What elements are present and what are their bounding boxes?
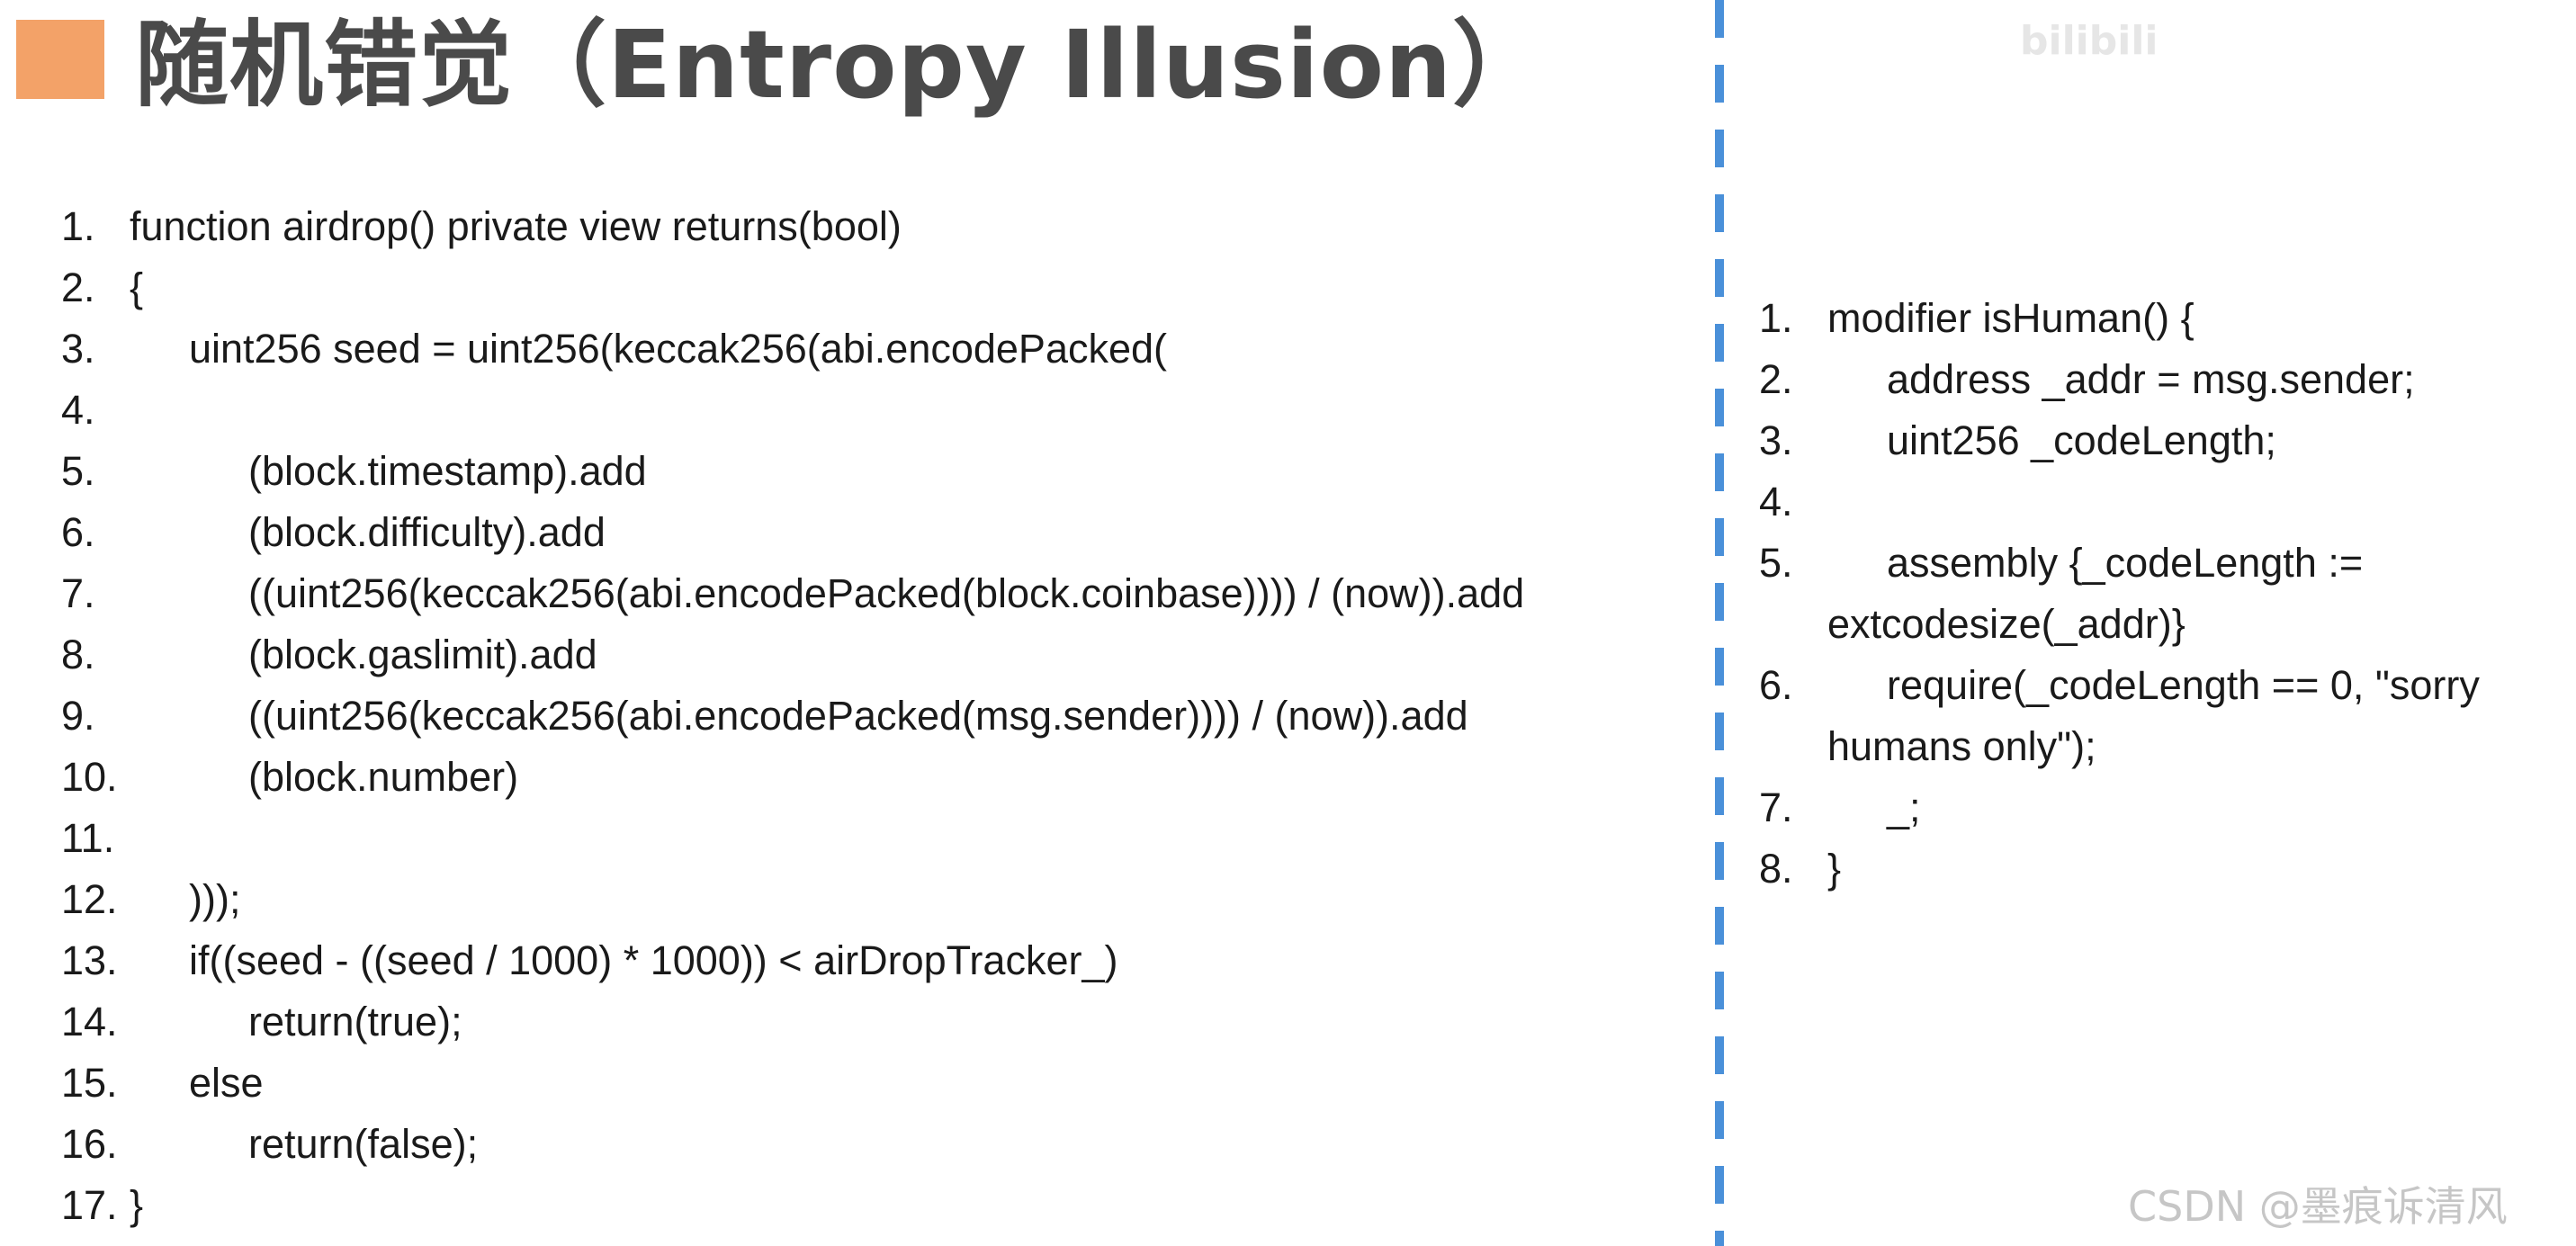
code-line: 1. function airdrop() private view return…	[61, 196, 1708, 257]
code-line: 10. (block.number)	[61, 747, 1708, 808]
line-number: 7.	[1759, 784, 1793, 830]
title-accent-square	[16, 20, 104, 99]
code-text: }	[1827, 846, 1842, 892]
csdn-watermark: CSDN @墨痕诉清风	[2128, 1182, 2508, 1231]
code-text: (block.number)	[248, 754, 519, 800]
slide-title: 随机错觉（Entropy Illusion）	[135, 10, 1548, 120]
line-number: 17.	[61, 1182, 118, 1228]
line-number: 8.	[61, 632, 95, 677]
right-code-block: 1. modifier isHuman() { 2. address _addr =…	[1759, 288, 2569, 900]
code-text: )));	[189, 876, 241, 922]
line-number: 16.	[61, 1121, 118, 1167]
code-line: 7. _;	[1759, 777, 2569, 838]
code-line: 15. else	[61, 1053, 1708, 1114]
code-line: 16. return(false);	[61, 1114, 1708, 1175]
code-line: 3. uint256 seed = uint256(keccak256(abi.e…	[61, 318, 1708, 380]
code-line: 1. modifier isHuman() {	[1759, 288, 2569, 349]
code-line: 3. uint256 _codeLength;	[1759, 410, 2569, 471]
line-number: 5.	[1759, 540, 1793, 586]
code-line: 4.	[61, 380, 1708, 441]
line-number: 2.	[61, 264, 95, 310]
code-text: ((uint256(keccak256(abi.encodePacked(blo…	[248, 570, 1525, 616]
line-number: 4.	[61, 387, 95, 433]
code-line: 6. (block.difficulty).add	[61, 502, 1708, 563]
line-number: 9.	[61, 693, 95, 739]
code-text: else	[189, 1060, 264, 1106]
code-line-wrapped: extcodesize(_addr)}	[1759, 594, 2569, 655]
code-text: address _addr = msg.sender;	[1887, 356, 2415, 402]
line-number: 7.	[61, 570, 95, 616]
line-number: 6.	[1759, 662, 1793, 708]
code-line: 12.)));	[61, 869, 1708, 930]
line-number: 3.	[1759, 417, 1793, 463]
code-text: {	[130, 264, 144, 310]
line-number: 6.	[61, 509, 95, 555]
code-line: 5. assembly {_codeLength :=	[1759, 533, 2569, 594]
line-number: 11.	[61, 815, 115, 861]
code-text: return(false);	[248, 1121, 479, 1167]
code-line: 14. return(true);	[61, 991, 1708, 1053]
code-text: uint256 seed = uint256(keccak256(abi.enc…	[189, 326, 1168, 372]
code-line: 6. require(_codeLength == 0, "sorry	[1759, 655, 2569, 716]
line-number: 15.	[61, 1060, 118, 1106]
code-line: 8.}	[1759, 838, 2569, 900]
left-code-block: 1. function airdrop() private view return…	[61, 196, 1708, 1236]
code-text: assembly {_codeLength :=	[1887, 540, 2364, 586]
code-line: 13. if((seed - ((seed / 1000) * 1000)) < …	[61, 930, 1708, 991]
code-text: }	[130, 1182, 144, 1228]
code-line: 2. {	[61, 257, 1708, 318]
code-line-wrapped: humans only");	[1759, 716, 2569, 777]
code-text: modifier isHuman() {	[1827, 295, 2195, 341]
dashed-divider	[1715, 0, 1724, 1246]
code-text: _;	[1887, 784, 1921, 830]
code-text: require(_codeLength == 0, "sorry	[1887, 662, 2480, 708]
code-line: 4.	[1759, 471, 2569, 533]
code-text: (block.timestamp).add	[248, 448, 647, 494]
bilibili-watermark: bilibili	[2020, 18, 2159, 64]
line-number: 5.	[61, 448, 95, 494]
code-line: 17.}	[61, 1175, 1708, 1236]
code-line: 11.	[61, 808, 1708, 869]
code-text: (block.difficulty).add	[248, 509, 606, 555]
line-number: 8.	[1759, 846, 1793, 892]
code-text: return(true);	[248, 999, 462, 1044]
line-number: 12.	[61, 876, 118, 922]
code-text: function airdrop() private view returns(…	[130, 203, 902, 249]
code-text: uint256 _codeLength;	[1887, 417, 2276, 463]
code-text: humans only");	[1827, 723, 2096, 769]
code-text: if((seed - ((seed / 1000) * 1000)) < air…	[189, 937, 1118, 983]
line-number: 10.	[61, 754, 118, 800]
line-number: 1.	[1759, 295, 1793, 341]
line-number: 13.	[61, 937, 118, 983]
code-line: 8. (block.gaslimit).add	[61, 624, 1708, 686]
line-number: 1.	[61, 203, 95, 249]
line-number: 4.	[1759, 479, 1793, 524]
code-line: 2. address _addr = msg.sender;	[1759, 349, 2569, 410]
code-text: ((uint256(keccak256(abi.encodePacked(msg…	[248, 693, 1468, 739]
line-number: 3.	[61, 326, 95, 372]
code-line: 5. (block.timestamp).add	[61, 441, 1708, 502]
code-text: (block.gaslimit).add	[248, 632, 597, 677]
line-number: 14.	[61, 999, 118, 1044]
code-line: 7. ((uint256(keccak256(abi.encodePacked(b…	[61, 563, 1708, 624]
code-text: extcodesize(_addr)}	[1827, 601, 2186, 647]
line-number: 2.	[1759, 356, 1793, 402]
code-line: 9. ((uint256(keccak256(abi.encodePacked(m…	[61, 686, 1708, 747]
